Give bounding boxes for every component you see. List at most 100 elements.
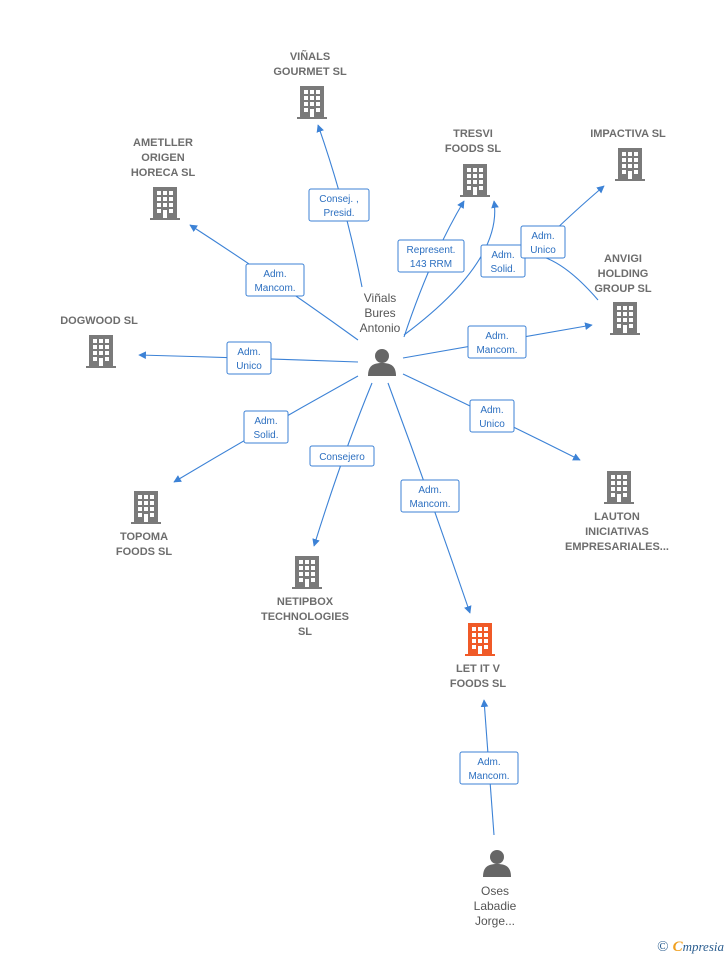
relation-label-ametller: Adm. Mancom. <box>245 263 305 297</box>
relation-box <box>397 239 465 273</box>
relation-box <box>480 244 526 278</box>
company-label-anvigi-line: ANVIGI <box>604 253 642 265</box>
relation-text-oses: Adm. Mancom. <box>468 757 509 782</box>
relation-text-dogwood: Adm.Unico <box>236 347 262 372</box>
building-icon[interactable] <box>465 623 495 656</box>
relation-label-dogwood: Adm.Unico <box>226 341 272 375</box>
relation-text-impactiva: Adm. Unico <box>530 231 556 256</box>
relation-label-anvigi-mancom: Adm.Mancom. <box>467 325 527 359</box>
company-label-vinals-gourmet-line: VIÑALS <box>290 50 330 63</box>
company-label-netipbox-line: TECHNOLOGIES <box>261 611 349 623</box>
company-label-ametller-line: HORECA SL <box>131 167 196 179</box>
relation-box <box>459 751 519 785</box>
company-label-impactiva: IMPACTIVA SL <box>590 128 666 140</box>
building-icon[interactable] <box>86 335 116 368</box>
building-icon[interactable] <box>604 471 634 504</box>
relation-text-oses-line: Adm. <box>477 757 500 768</box>
relation-text-topoma: Adm.Solid. <box>253 416 278 441</box>
company-node-ametller[interactable]: AMETLLER ORIGEN HORECA SL <box>131 137 196 220</box>
brand-footer: ©Cmpresia <box>657 939 724 956</box>
company-label-let-it-v-line: LET IT V <box>456 663 501 675</box>
relation-label-tresvi: Represent. 143 RRM <box>397 239 465 273</box>
company-label-ametller: AMETLLER ORIGEN HORECA SL <box>131 137 196 179</box>
relation-box <box>226 341 272 375</box>
person-icon[interactable] <box>368 349 396 376</box>
relation-text-anvigi-mancom-line: Adm. <box>485 331 508 342</box>
company-label-tresvi-line: TRESVI <box>453 128 493 140</box>
company-node-impactiva[interactable]: IMPACTIVA SL <box>590 128 666 181</box>
relation-text-tresvi-line: 143 RRM <box>410 259 452 270</box>
company-label-topoma-line: TOPOMA <box>120 531 168 543</box>
company-label-ametller-line: AMETLLER <box>133 137 193 149</box>
relation-box <box>245 263 305 297</box>
relation-label-let-it-v: Adm.Mancom. <box>400 479 460 513</box>
relation-text-oses-line: Mancom. <box>468 771 509 782</box>
brand-logo-text: mpresia <box>682 939 724 954</box>
building-icon[interactable] <box>615 148 645 181</box>
relation-text-lauton: Adm.Unico <box>479 405 505 430</box>
company-label-netipbox-line: SL <box>298 626 312 638</box>
edge-anvigi-solid <box>403 200 499 336</box>
relation-label-netipbox: Consejero <box>309 445 375 467</box>
person-label-vinals-bures-line: Viñals <box>364 291 396 305</box>
relation-text-anvigi-solid-line: Adm. <box>491 250 514 261</box>
relation-text-vinals-gourmet-line: Presid. <box>323 208 354 219</box>
relation-text-let-it-v-line: Mancom. <box>409 499 450 510</box>
building-icon[interactable] <box>610 302 640 335</box>
relation-text-impactiva-line: Adm. <box>531 231 554 242</box>
relation-box <box>469 399 515 433</box>
building-icon[interactable] <box>460 164 490 197</box>
company-label-anvigi-line: HOLDING <box>598 268 649 280</box>
company-label-topoma-line: FOODS SL <box>116 546 173 558</box>
relation-text-impactiva-line: Unico <box>530 245 556 256</box>
relation-text-anvigi-solid: Adm.Solid. <box>490 250 515 275</box>
relation-box <box>520 225 566 259</box>
person-label-vinals-bures-line: Bures <box>364 306 395 320</box>
company-node-dogwood[interactable]: DOGWOOD SL <box>60 315 138 368</box>
person-label-oses-labadie-line: Jorge... <box>475 914 515 928</box>
relation-text-lauton-line: Adm. <box>480 405 503 416</box>
building-icon[interactable] <box>292 556 322 589</box>
relation-text-netipbox-line: Consejero <box>319 452 365 463</box>
building-icon[interactable] <box>297 86 327 119</box>
company-label-impactiva-line: IMPACTIVA SL <box>590 128 666 140</box>
relation-text-let-it-v: Adm.Mancom. <box>409 485 450 510</box>
copyright-icon: © <box>657 939 669 955</box>
relation-box <box>308 188 370 222</box>
company-label-lauton-line: LAUTON <box>594 511 640 523</box>
company-label-ametller-line: ORIGEN <box>141 152 184 164</box>
company-node-anvigi[interactable]: ANVIGI HOLDING GROUP SL <box>594 253 652 335</box>
company-label-dogwood-line: DOGWOOD SL <box>60 315 138 327</box>
relation-text-anvigi-mancom: Adm.Mancom. <box>476 331 517 356</box>
person-icon[interactable] <box>483 850 511 877</box>
company-label-lauton-line: EMPRESARIALES... <box>565 541 669 553</box>
company-label-tresvi: TRESVI FOODS SL <box>445 128 502 155</box>
company-label-anvigi-line: GROUP SL <box>594 283 652 295</box>
relation-text-tresvi-line: Represent. <box>407 245 456 256</box>
person-label-oses-labadie-line: Labadie <box>474 899 517 913</box>
relation-box <box>309 445 375 467</box>
relation-label-impactiva: Adm. Unico <box>520 225 566 259</box>
relations-layer: Consej. ,Presid.Adm.Mancom.Represent.143… <box>226 188 566 785</box>
company-label-tresvi-line: FOODS SL <box>445 143 502 155</box>
building-icon[interactable] <box>150 187 180 220</box>
company-node-tresvi[interactable]: TRESVI FOODS SL <box>445 128 502 197</box>
relation-text-ametller-line: Adm. <box>263 269 286 280</box>
company-node-topoma[interactable]: TOPOMA FOODS SL <box>116 491 173 558</box>
relation-text-ametller: Adm. Mancom. <box>254 269 295 294</box>
relation-text-ametller-line: Mancom. <box>254 283 295 294</box>
relation-text-topoma-line: Adm. <box>254 416 277 427</box>
building-icon[interactable] <box>131 491 161 524</box>
